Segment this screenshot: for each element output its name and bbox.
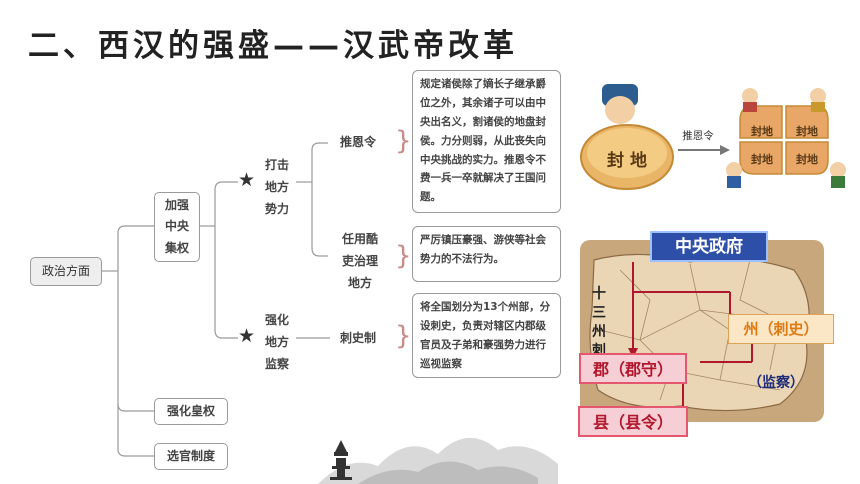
centralize-label: 加强 中央 集权 bbox=[164, 197, 189, 255]
brace-icon: } bbox=[395, 321, 412, 351]
fief-drawing bbox=[580, 84, 846, 190]
zhou-inspector-label: 州（刺史） bbox=[728, 314, 834, 344]
fief-piece-label: 封地 bbox=[751, 125, 773, 138]
mindmap-node-imperial-power: 强化皇权 bbox=[154, 398, 228, 425]
central-government-label: 中央政府 bbox=[650, 231, 768, 262]
mindmap-node-official-selection: 选官制度 bbox=[154, 443, 228, 470]
mindmap-node-centralize: 加强 中央 集权 bbox=[154, 192, 200, 262]
brace-icon: } bbox=[395, 126, 412, 156]
star-icon: ★ bbox=[238, 325, 256, 347]
fief-big-label: 封 地 bbox=[607, 151, 647, 171]
mindmap-leaf-tuien: 推恩令 bbox=[339, 135, 376, 149]
fief-piece-label: 封地 bbox=[796, 153, 818, 166]
thirteen-zhou-label: 十三州刺 bbox=[592, 286, 606, 359]
page-title: 二、西汉的强盛——汉武帝改革 bbox=[28, 28, 518, 64]
official-selection-label: 选官制度 bbox=[166, 448, 215, 463]
mindmap-node-strike-local: 打击 地方 势力 bbox=[264, 158, 289, 217]
xian-label: 县（县令） bbox=[578, 406, 688, 437]
jun-label: 郡（郡守） bbox=[579, 353, 687, 384]
note-inspector: 将全国划分为13个州部，分设刺史，负责对辖区内郡级官员及子弟和豪强势力进行巡视监… bbox=[412, 293, 561, 378]
note-harsh-officials: 严厉镇压豪强、游侠等社会势力的不法行为。 bbox=[412, 226, 561, 282]
fief-illustration: 封 地 推恩令 封地 封地 封地 封地 bbox=[572, 66, 860, 194]
imperial-power-label: 强化皇权 bbox=[166, 403, 215, 418]
arrow-label: 推恩令 bbox=[682, 130, 714, 142]
mindmap-leaf-harsh-officials: 任用酷 吏治理 地方 bbox=[341, 232, 378, 291]
fief-piece-label: 封地 bbox=[796, 125, 818, 138]
mindmap-leaf-inspector: 刺史制 bbox=[339, 331, 376, 345]
fief-piece-label: 封地 bbox=[751, 153, 773, 166]
star-icon: ★ bbox=[238, 169, 256, 191]
root-label: 政治方面 bbox=[41, 263, 90, 278]
brace-icon: } bbox=[395, 241, 412, 271]
supervision-label: （监察） bbox=[748, 375, 804, 391]
ink-landscape-decoration bbox=[318, 437, 558, 484]
mindmap-node-supervision: 强化 地方 监察 bbox=[264, 313, 289, 372]
mindmap-root-political: 政治方面 bbox=[30, 257, 102, 286]
note-tuien: 规定诸侯除了嫡长子继承爵位之外，其余诸子可以由中央出名义，割诸侯的地盘封侯。力分… bbox=[412, 70, 561, 213]
